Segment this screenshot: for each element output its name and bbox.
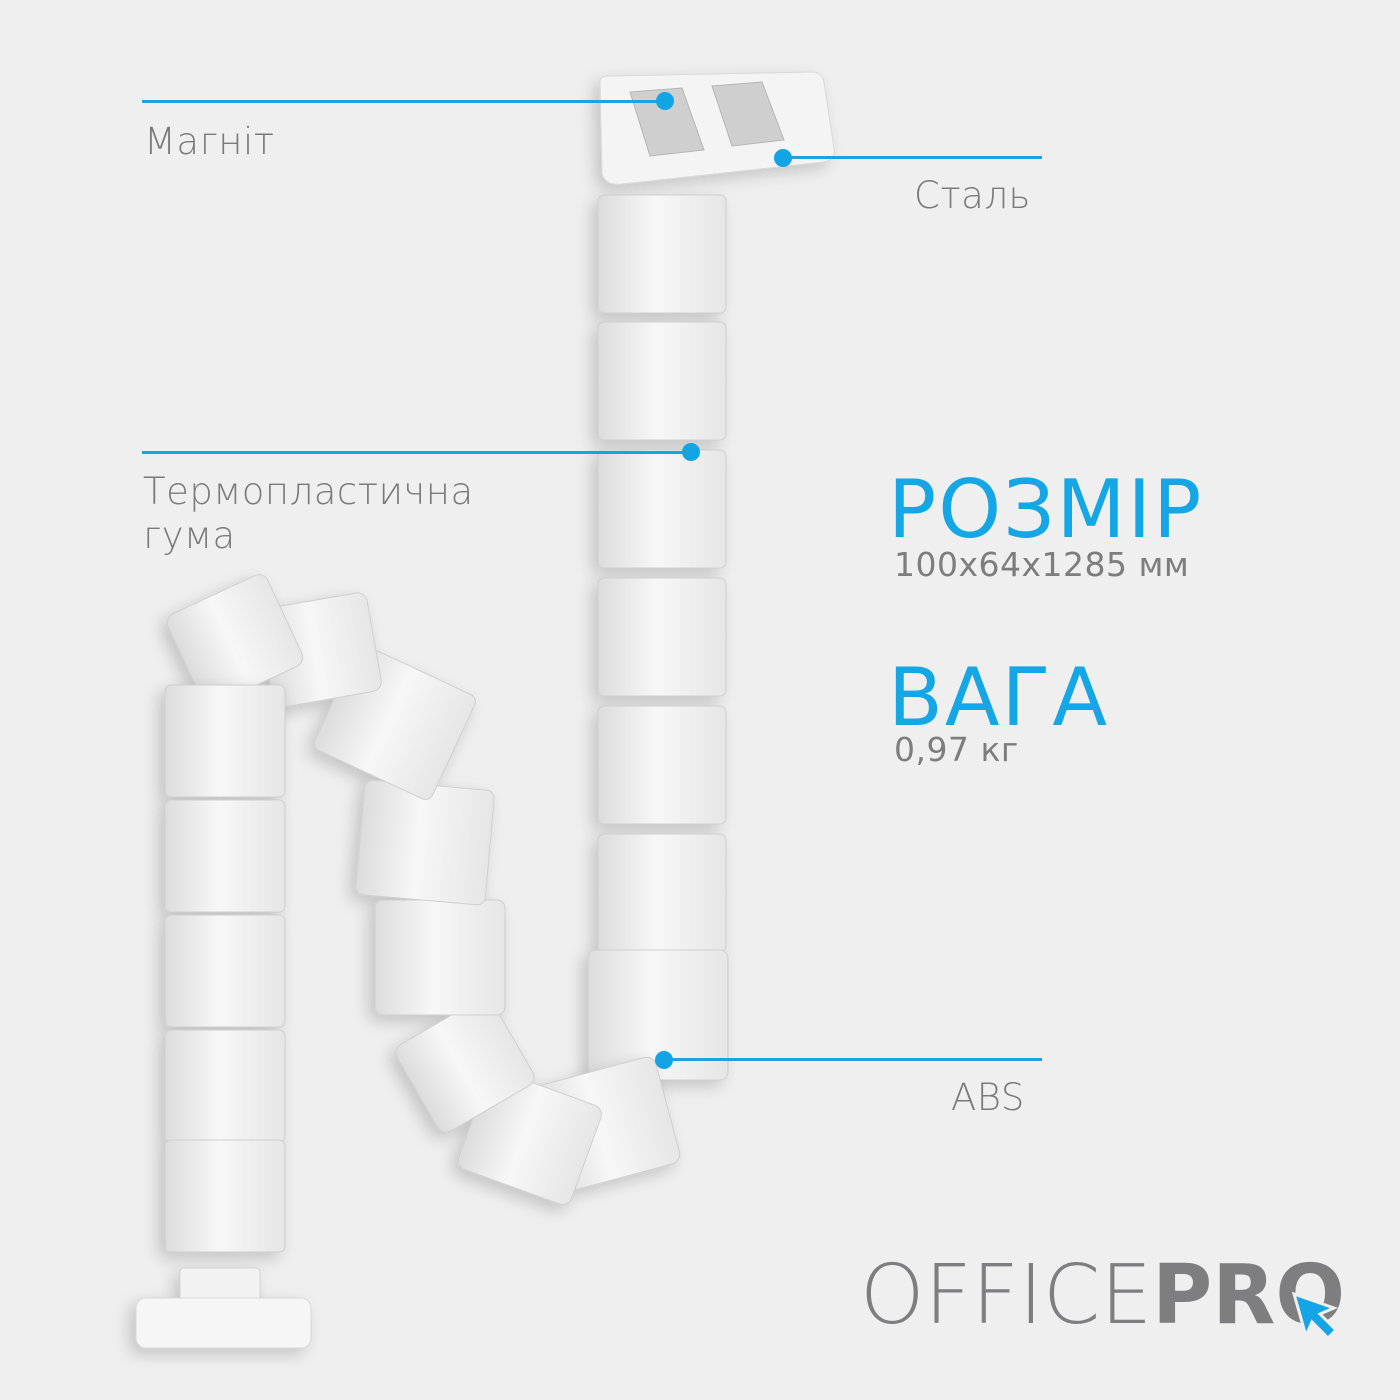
magnet-label: Магніт xyxy=(144,120,275,163)
magnet-callout-line xyxy=(142,100,662,103)
rubber-callout-line xyxy=(142,451,692,454)
rubber-callout-dot xyxy=(682,443,700,461)
size-title: РОЗМІР xyxy=(888,463,1204,556)
rubber-label-line2: гума xyxy=(143,513,236,557)
abs-callout-dot xyxy=(655,1051,673,1069)
rubber-label: Термопластична гума xyxy=(143,470,474,557)
cursor-arrow-icon xyxy=(1291,1291,1339,1341)
rubber-label-line1: Термопластична xyxy=(143,470,474,513)
abs-label: ABS xyxy=(951,1076,1025,1119)
floor-base xyxy=(135,1267,312,1349)
curve-segments xyxy=(166,574,681,1206)
officepro-logo: OFFICEPRO xyxy=(860,1255,1345,1337)
weight-title: ВАГА xyxy=(888,651,1110,744)
steel-callout-dot xyxy=(774,149,792,167)
magnet-mount-plate xyxy=(599,71,835,185)
right-column-segments xyxy=(587,194,729,1081)
abs-callout-line xyxy=(665,1058,1042,1061)
steel-callout-line xyxy=(784,156,1042,159)
magnet-callout-dot xyxy=(656,92,674,110)
left-column-segments xyxy=(164,684,286,1253)
weight-value: 0,97 кг xyxy=(894,730,1019,769)
steel-label: Сталь xyxy=(914,174,1031,217)
logo-office: OFFICE xyxy=(860,1248,1153,1343)
size-value: 100x64x1285 мм xyxy=(894,545,1190,584)
